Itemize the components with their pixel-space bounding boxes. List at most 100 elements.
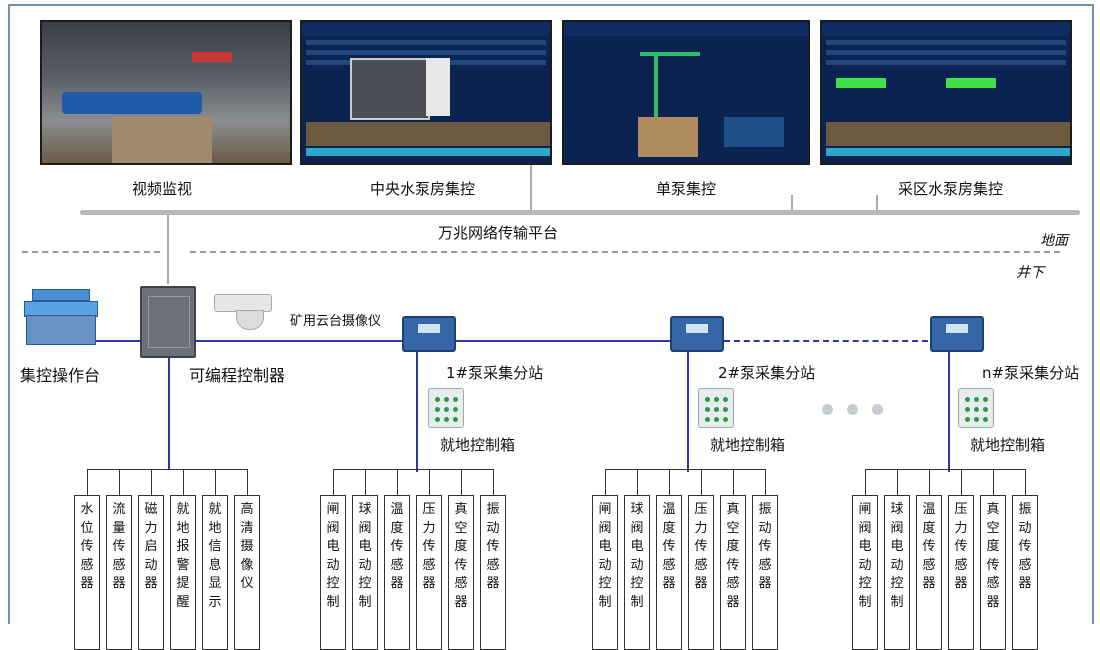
sensor-box: 就地信息显示 [202, 495, 228, 650]
single-pump-monitor-image [562, 20, 810, 165]
ellipsis-dot [872, 404, 883, 415]
connector [791, 195, 793, 210]
local-box-n-label: 就地控制箱 [970, 436, 1046, 454]
sensor-link [151, 469, 152, 495]
sensor-box: 球阀电动控制 [352, 495, 378, 650]
diagram-frame [8, 4, 1094, 624]
sensor-box: 球阀电动控制 [884, 495, 910, 650]
sensor-box: 闸阀电动控制 [320, 495, 346, 650]
single-pump-label: 单泵集控 [656, 180, 717, 198]
video-monitor-label: 视频监视 [132, 180, 193, 198]
sensor-link [333, 469, 334, 495]
connector [876, 195, 878, 210]
sensor-box: 闸阀电动控制 [592, 495, 618, 650]
ground-divider [190, 251, 1060, 253]
sensor-link [897, 469, 898, 495]
sensor-link [397, 469, 398, 495]
sensor-box: 压力传感器 [688, 495, 714, 650]
plc-label: 可编程控制器 [189, 366, 286, 385]
sensor-link [183, 469, 184, 495]
sensor-link [1025, 469, 1026, 495]
sensor-link [461, 469, 462, 495]
link [168, 358, 170, 470]
ellipsis-dot [847, 404, 858, 415]
connector [530, 165, 532, 210]
sensor-box: 磁力启动器 [138, 495, 164, 650]
sensor-link [701, 469, 702, 495]
sensor-bus [87, 469, 247, 470]
local-box-2-label: 就地控制箱 [710, 436, 786, 454]
station-2-icon [670, 316, 724, 352]
console-label: 集控操作台 [20, 366, 101, 385]
sensor-link [765, 469, 766, 495]
video-monitor-image [40, 20, 292, 165]
sensor-link [215, 469, 216, 495]
surface-label: 地面 [1040, 233, 1068, 249]
sensor-link [605, 469, 606, 495]
link [416, 352, 418, 472]
network-bus [80, 210, 1080, 215]
sensor-box: 真空度传感器 [720, 495, 746, 650]
link [456, 340, 670, 342]
sensor-box: 温度传感器 [384, 495, 410, 650]
camera-label: 矿用云台摄像仪 [290, 314, 382, 329]
console-icon [24, 289, 98, 345]
area-pump-monitor-image [820, 20, 1072, 165]
station-1-label: 1#泵采集分站 [446, 364, 544, 382]
sensor-box: 振动传感器 [752, 495, 778, 650]
camera-icon [214, 294, 272, 330]
sensor-link [365, 469, 366, 495]
sensor-link [669, 469, 670, 495]
sensor-box: 就地报警提醒 [170, 495, 196, 650]
plc-cabinet-icon [140, 286, 196, 358]
sensor-box: 真空度传感器 [980, 495, 1006, 650]
sensor-link [119, 469, 120, 495]
sensor-link [247, 469, 248, 495]
sensor-bus [865, 469, 1025, 470]
area-pump-label: 采区水泵房集控 [898, 180, 1004, 198]
central-pump-label: 中央水泵房集控 [370, 180, 476, 198]
sensor-box: 水位传感器 [74, 495, 100, 650]
sensor-link [87, 469, 88, 495]
sensor-box: 流量传感器 [106, 495, 132, 650]
sensor-link [429, 469, 430, 495]
station-n-icon [930, 316, 984, 352]
underground-label: 井下 [1016, 265, 1044, 281]
sensor-box: 真空度传感器 [448, 495, 474, 650]
sensor-box: 温度传感器 [656, 495, 682, 650]
sensor-box: 高清摄像仪 [234, 495, 260, 650]
ellipsis-dot [822, 404, 833, 415]
sensor-box: 压力传感器 [948, 495, 974, 650]
link [948, 352, 950, 472]
connector [167, 214, 169, 284]
sensor-link [637, 469, 638, 495]
sensor-link [733, 469, 734, 495]
sensor-bus [333, 469, 493, 470]
sensor-box: 闸阀电动控制 [852, 495, 878, 650]
station-n-label: n#泵采集分站 [982, 364, 1080, 382]
sensor-box: 球阀电动控制 [624, 495, 650, 650]
link-dashed [724, 340, 928, 342]
sensor-box: 温度传感器 [916, 495, 942, 650]
local-box-1-icon [428, 388, 464, 428]
station-1-icon [402, 316, 456, 352]
sensor-link [961, 469, 962, 495]
sensor-link [929, 469, 930, 495]
sensor-box: 振动传感器 [1012, 495, 1038, 650]
sensor-link [493, 469, 494, 495]
sensor-box: 压力传感器 [416, 495, 442, 650]
sensor-bus [605, 469, 765, 470]
link [687, 352, 689, 472]
station-2-label: 2#泵采集分站 [718, 364, 816, 382]
sensor-link [865, 469, 866, 495]
link [196, 340, 402, 342]
ground-divider [22, 251, 160, 253]
sensor-link [993, 469, 994, 495]
link [96, 340, 140, 342]
central-pump-monitor-image [300, 20, 552, 165]
local-box-n-icon [958, 388, 994, 428]
local-box-1-label: 就地控制箱 [440, 436, 516, 454]
local-box-2-icon [698, 388, 734, 428]
network-label: 万兆网络传输平台 [438, 224, 559, 242]
sensor-box: 振动传感器 [480, 495, 506, 650]
